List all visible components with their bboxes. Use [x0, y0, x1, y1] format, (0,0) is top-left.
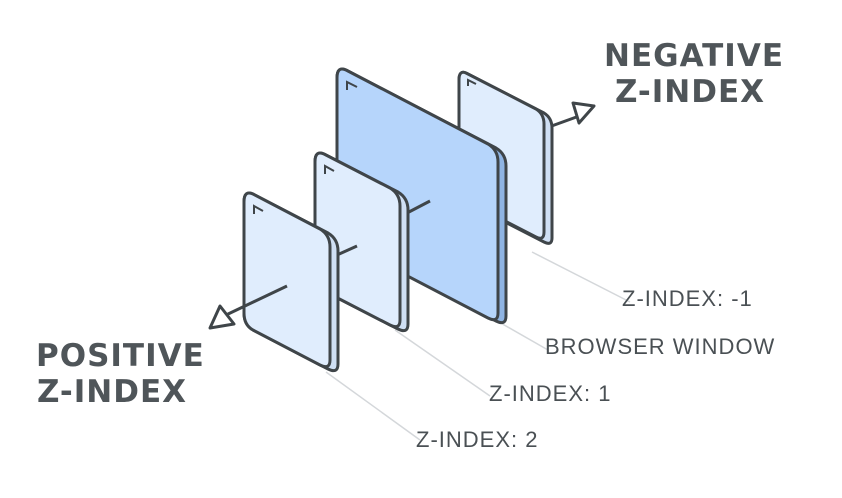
label-z-index-negative: Z-INDEX: -1: [622, 286, 753, 311]
connector-one-two: [336, 244, 358, 257]
label-z-index-one: Z-INDEX: 1: [489, 381, 612, 406]
leader-line-one: [394, 329, 491, 397]
positive-z-index-heading: POSITIVE Z-INDEX: [36, 338, 205, 410]
label-z-index-two: Z-INDEX: 2: [416, 427, 539, 452]
negative-heading-line-1: NEGATIVE: [604, 38, 784, 74]
positive-heading-line-2: Z-INDEX: [36, 374, 188, 410]
layer-z-two: [242, 191, 340, 373]
leader-line-negative: [531, 251, 631, 303]
label-browser-window: BROWSER WINDOW: [545, 334, 776, 359]
connector-browser-one: [406, 199, 431, 215]
leader-line-two: [325, 371, 421, 441]
positive-heading-line-1: POSITIVE: [36, 338, 205, 374]
negative-heading-line-2: Z-INDEX: [614, 74, 766, 110]
negative-z-index-heading: NEGATIVE Z-INDEX: [604, 38, 784, 110]
arrow-down-left-icon: [208, 284, 288, 330]
